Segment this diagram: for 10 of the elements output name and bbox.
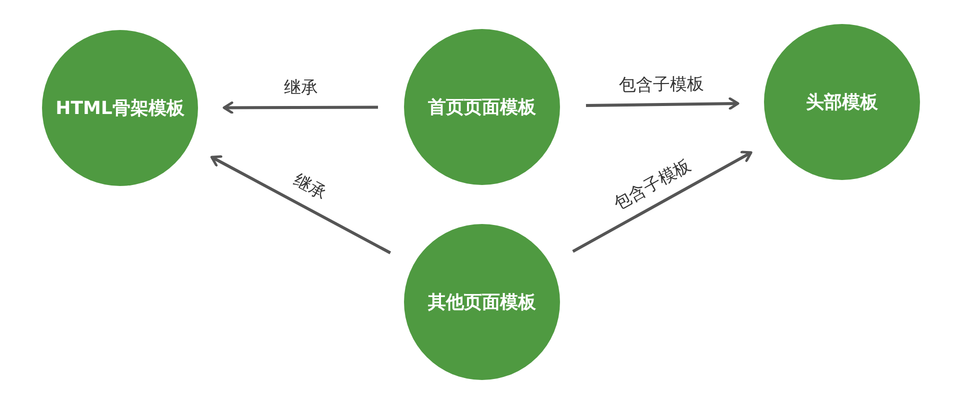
arrow	[210, 155, 392, 254]
arrow	[586, 97, 740, 110]
node-label: HTML骨架模板	[56, 97, 184, 120]
node-label: 首页页面模板	[428, 96, 536, 119]
arrow	[222, 101, 378, 114]
edge-label: 包含子模板	[617, 74, 706, 96]
node-label: 头部模板	[806, 91, 878, 114]
edge-label: 继承	[282, 77, 320, 98]
arrow	[572, 150, 752, 253]
node-label: 其他页面模板	[428, 291, 536, 314]
